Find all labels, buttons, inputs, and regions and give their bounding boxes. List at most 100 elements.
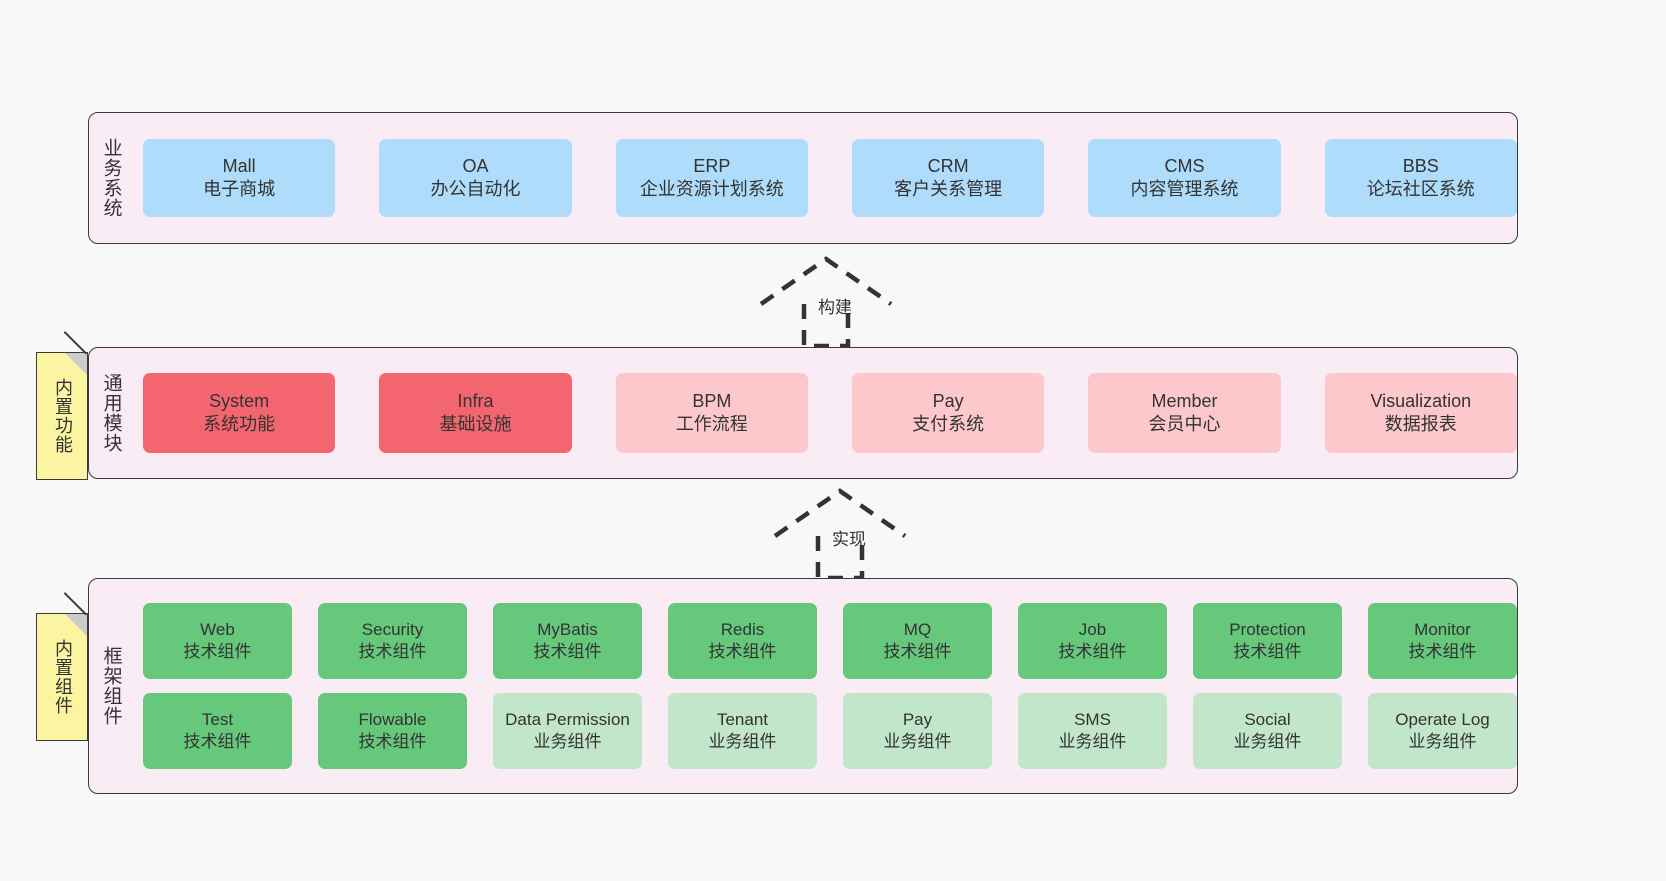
card-oa[interactable]: OA 办公自动化 xyxy=(379,139,572,217)
card-subtitle: 技术组件 xyxy=(183,732,252,751)
card-subtitle: 支付系统 xyxy=(912,414,985,434)
card-title: Pay xyxy=(932,390,964,411)
folded-corner-edge-icon xyxy=(63,592,87,616)
card-title: Security xyxy=(361,620,424,640)
card-subtitle: 企业资源计划系统 xyxy=(639,179,784,199)
note-builtin-function: 内置功能 xyxy=(36,331,88,480)
card-erp[interactable]: ERP 企业资源计划系统 xyxy=(615,139,808,217)
card-title: CMS xyxy=(1164,155,1205,176)
card-subtitle: 业务组件 xyxy=(1058,732,1127,751)
card-title: Web xyxy=(200,620,235,640)
card-subtitle: 办公自动化 xyxy=(430,179,521,199)
card-redis[interactable]: Redis 技术组件 xyxy=(668,603,817,679)
card-subtitle: 内容管理系统 xyxy=(1130,179,1239,199)
card-mybatis[interactable]: MyBatis 技术组件 xyxy=(493,603,642,679)
layer-business-systems: 业务系统 Mall 电子商城 OA 办公自动化 ERP 企业资源计划系统 CRM… xyxy=(88,112,1518,244)
card-pay-business[interactable]: Pay 业务组件 xyxy=(843,693,992,769)
card-subtitle: 技术组件 xyxy=(358,732,427,751)
card-subtitle: 技术组件 xyxy=(533,642,602,661)
card-title: OA xyxy=(462,155,489,176)
card-title: Redis xyxy=(720,620,765,640)
layer-label-common-modules: 通用模块 xyxy=(100,373,122,453)
note-label: 内置功能 xyxy=(52,378,73,454)
card-title: Operate Log xyxy=(1395,710,1490,730)
card-subtitle: 基础设施 xyxy=(439,414,512,434)
generalization-arrow-icon xyxy=(759,256,893,349)
layer-body-business-systems: Mall 电子商城 OA 办公自动化 ERP 企业资源计划系统 CRM 客户关系… xyxy=(133,113,1517,243)
card-job[interactable]: Job 技术组件 xyxy=(1018,603,1167,679)
card-subtitle: 论坛社区系统 xyxy=(1366,179,1475,199)
note-label: 内置组件 xyxy=(52,639,73,715)
folded-corner-icon xyxy=(65,353,87,375)
card-subtitle: 工作流程 xyxy=(675,414,748,434)
layer-body-common-modules: System 系统功能 Infra 基础设施 BPM 工作流程 Pay 支付系统… xyxy=(133,348,1517,478)
card-title: System xyxy=(209,390,270,411)
card-protection[interactable]: Protection 技术组件 xyxy=(1193,603,1342,679)
card-subtitle: 业务组件 xyxy=(1408,732,1477,751)
card-monitor[interactable]: Monitor 技术组件 xyxy=(1368,603,1517,679)
card-bbs[interactable]: BBS 论坛社区系统 xyxy=(1324,139,1517,217)
card-title: Flowable xyxy=(358,710,427,730)
card-title: Tenant xyxy=(716,710,769,730)
card-social[interactable]: Social 业务组件 xyxy=(1193,693,1342,769)
card-subtitle: 业务组件 xyxy=(883,732,952,751)
card-title: BPM xyxy=(692,390,732,411)
card-visualization[interactable]: Visualization 数据报表 xyxy=(1324,373,1517,453)
card-subtitle: 技术组件 xyxy=(183,642,252,661)
card-title: Monitor xyxy=(1414,620,1471,640)
card-subtitle: 会员中心 xyxy=(1148,414,1221,434)
connector-label-implement: 实现 xyxy=(832,530,866,549)
card-subtitle: 业务组件 xyxy=(533,732,602,751)
connector-implement: 实现 xyxy=(770,488,980,581)
card-row: Mall 电子商城 OA 办公自动化 ERP 企业资源计划系统 CRM 客户关系… xyxy=(133,139,1517,217)
card-title: Infra xyxy=(457,390,494,411)
connector-label-build: 构建 xyxy=(818,298,852,317)
card-operate-log[interactable]: Operate Log 业务组件 xyxy=(1368,693,1517,769)
card-infra[interactable]: Infra 基础设施 xyxy=(379,373,572,453)
card-member[interactable]: Member 会员中心 xyxy=(1088,373,1281,453)
card-title: ERP xyxy=(693,155,731,176)
card-system[interactable]: System 系统功能 xyxy=(143,373,336,453)
card-title: Visualization xyxy=(1370,390,1472,411)
card-sms[interactable]: SMS 业务组件 xyxy=(1018,693,1167,769)
card-row: Test 技术组件 Flowable 技术组件 Data Permission … xyxy=(133,693,1517,769)
card-title: Test xyxy=(201,710,234,730)
folded-corner-edge-icon xyxy=(63,331,87,355)
card-subtitle: 客户关系管理 xyxy=(894,179,1003,199)
card-row: System 系统功能 Infra 基础设施 BPM 工作流程 Pay 支付系统… xyxy=(133,373,1517,453)
card-title: Protection xyxy=(1229,620,1306,640)
card-subtitle: 技术组件 xyxy=(1058,642,1127,661)
card-title: Member xyxy=(1151,390,1218,411)
card-row: Web 技术组件 Security 技术组件 MyBatis 技术组件 Redi… xyxy=(133,603,1517,679)
connector-build: 构建 xyxy=(756,256,966,349)
card-subtitle: 技术组件 xyxy=(1233,642,1302,661)
card-title: Mall xyxy=(222,155,256,176)
card-title: CRM xyxy=(927,155,969,176)
card-subtitle: 业务组件 xyxy=(708,732,777,751)
card-bpm[interactable]: BPM 工作流程 xyxy=(615,373,808,453)
card-title: BBS xyxy=(1402,155,1439,176)
card-subtitle: 系统功能 xyxy=(203,414,276,434)
card-pay[interactable]: Pay 支付系统 xyxy=(851,373,1045,453)
layer-common-modules: 通用模块 System 系统功能 Infra 基础设施 BPM 工作流程 Pay… xyxy=(88,347,1518,479)
folded-corner-icon xyxy=(65,614,87,636)
card-title: MyBatis xyxy=(537,620,598,640)
card-subtitle: 技术组件 xyxy=(883,642,952,661)
card-data-permission[interactable]: Data Permission 业务组件 xyxy=(493,693,642,769)
card-web[interactable]: Web 技术组件 xyxy=(143,603,292,679)
card-cms[interactable]: CMS 内容管理系统 xyxy=(1088,139,1281,217)
card-mall[interactable]: Mall 电子商城 xyxy=(143,139,336,217)
card-title: SMS xyxy=(1074,710,1111,730)
card-subtitle: 数据报表 xyxy=(1384,414,1457,434)
card-security[interactable]: Security 技术组件 xyxy=(318,603,467,679)
card-mq[interactable]: MQ 技术组件 xyxy=(843,603,992,679)
card-crm[interactable]: CRM 客户关系管理 xyxy=(851,139,1045,217)
layer-body-framework-components: Web 技术组件 Security 技术组件 MyBatis 技术组件 Redi… xyxy=(133,579,1517,793)
card-title: Pay xyxy=(902,710,933,730)
card-tenant[interactable]: Tenant 业务组件 xyxy=(668,693,817,769)
card-flowable[interactable]: Flowable 技术组件 xyxy=(318,693,467,769)
card-test[interactable]: Test 技术组件 xyxy=(143,693,292,769)
card-subtitle: 技术组件 xyxy=(1408,642,1477,661)
card-subtitle: 业务组件 xyxy=(1233,732,1302,751)
